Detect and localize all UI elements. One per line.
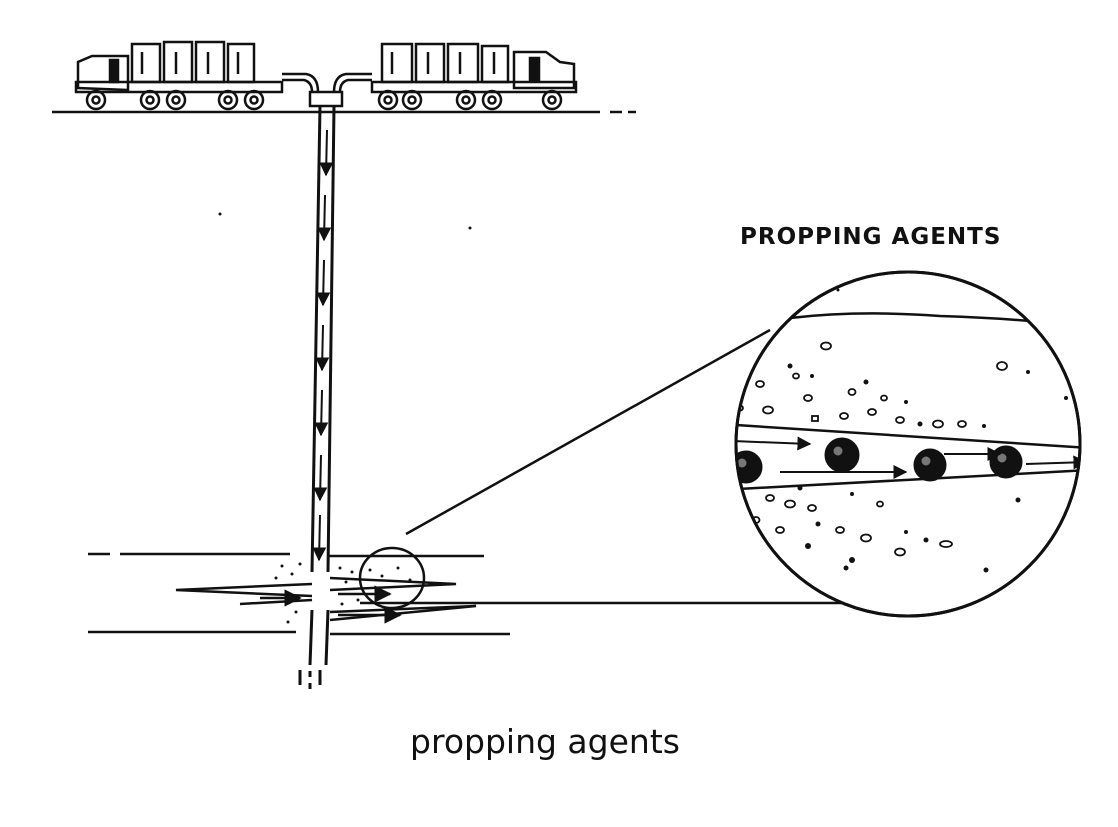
pump-truck-right xyxy=(370,42,578,111)
diagram-caption: propping agents xyxy=(410,722,680,761)
zoom-connector-line xyxy=(405,328,771,536)
magnify-circle xyxy=(358,546,426,610)
fracture-flow-arrows xyxy=(736,436,1080,479)
fracture-wings xyxy=(175,576,477,624)
formation-boundaries xyxy=(88,552,850,636)
inset-magnified-view xyxy=(734,270,1082,618)
wellbore xyxy=(298,105,336,690)
inset-title: PROPPING AGENTS xyxy=(740,224,1002,250)
pump-truck-left xyxy=(74,40,284,111)
downward-flow-arrows xyxy=(312,129,334,562)
formation-grains-solid xyxy=(787,363,1068,573)
sand-stippling xyxy=(274,562,412,624)
stray-specks xyxy=(218,212,840,292)
supply-lines xyxy=(282,72,372,108)
